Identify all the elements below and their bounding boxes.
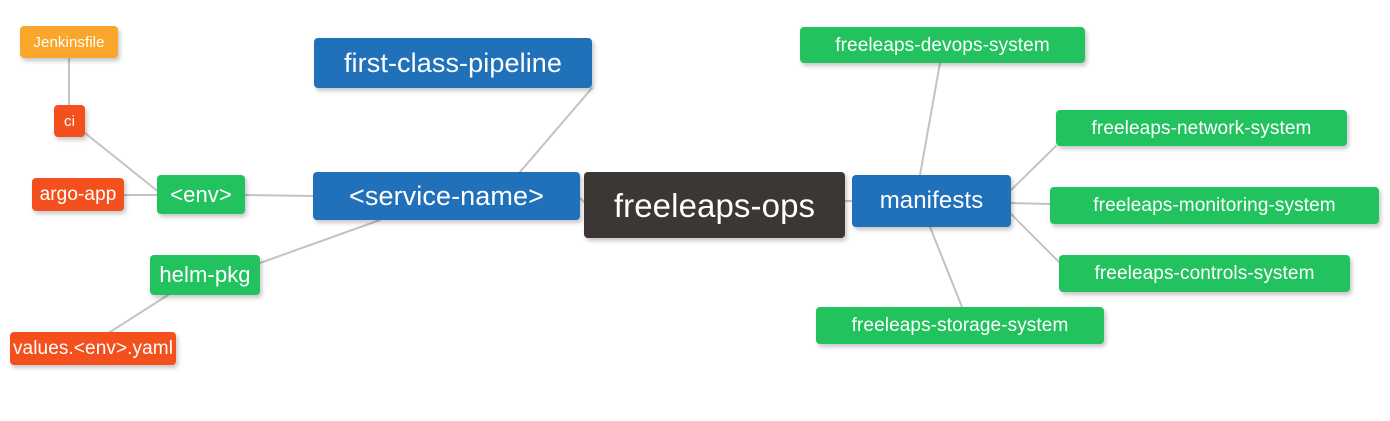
edge-service-name-to-first-class-pipeline <box>519 87 593 173</box>
node-ci[interactable]: ci <box>54 105 85 137</box>
node-freeleaps-controls-system[interactable]: freeleaps-controls-system <box>1059 255 1350 292</box>
node-label-manifests: manifests <box>879 187 984 214</box>
node-env[interactable]: <env> <box>157 175 245 214</box>
edge-manifests-to-freeleaps-network-system <box>1010 145 1057 191</box>
node-freeleaps-storage-system[interactable]: freeleaps-storage-system <box>816 307 1104 344</box>
node-label-helm-pkg: helm-pkg <box>159 262 251 287</box>
node-service-name[interactable]: <service-name> <box>313 172 580 220</box>
node-label-env: <env> <box>170 181 232 207</box>
node-values-yaml[interactable]: values.<env>.yaml <box>10 332 176 365</box>
node-label-freeleaps-storage-system: freeleaps-storage-system <box>851 315 1069 336</box>
node-label-freeleaps-network-system: freeleaps-network-system <box>1091 117 1312 139</box>
node-label-freeleaps-devops-system: freeleaps-devops-system <box>835 34 1050 56</box>
node-freeleaps-devops-system[interactable]: freeleaps-devops-system <box>800 27 1085 63</box>
node-argo-app[interactable]: argo-app <box>32 178 124 211</box>
node-label-first-class-pipeline: first-class-pipeline <box>343 47 563 78</box>
node-first-class-pipeline[interactable]: first-class-pipeline <box>314 38 592 88</box>
node-freeleaps-monitoring-system[interactable]: freeleaps-monitoring-system <box>1050 187 1379 224</box>
edge-manifests-to-freeleaps-monitoring-system <box>1010 202 1051 205</box>
node-label-freeleaps-monitoring-system: freeleaps-monitoring-system <box>1093 195 1336 216</box>
edge-service-name-to-helm-pkg <box>259 219 381 264</box>
node-label-freeleaps-ops: freeleaps-ops <box>613 186 816 224</box>
node-label-freeleaps-controls-system: freeleaps-controls-system <box>1094 263 1315 284</box>
node-freeleaps-network-system[interactable]: freeleaps-network-system <box>1056 110 1347 146</box>
node-helm-pkg[interactable]: helm-pkg <box>150 255 260 295</box>
edge-freeleaps-ops-to-freeleaps-storage-system <box>929 226 963 308</box>
node-label-argo-app: argo-app <box>39 184 117 205</box>
edge-helm-pkg-to-values-yaml <box>109 294 169 333</box>
edge-freeleaps-ops-to-freeleaps-devops-system <box>919 62 941 176</box>
node-label-ci: ci <box>63 112 76 130</box>
node-manifests[interactable]: manifests <box>852 175 1011 227</box>
node-jenkinsfile[interactable]: Jenkinsfile <box>20 26 118 58</box>
node-label-service-name: <service-name> <box>349 180 544 211</box>
node-label-jenkinsfile: Jenkinsfile <box>33 33 105 51</box>
edge-env-to-service-name <box>244 194 314 197</box>
node-label-values-yaml: values.<env>.yaml <box>12 338 174 359</box>
node-freeleaps-ops[interactable]: freeleaps-ops <box>584 172 845 238</box>
